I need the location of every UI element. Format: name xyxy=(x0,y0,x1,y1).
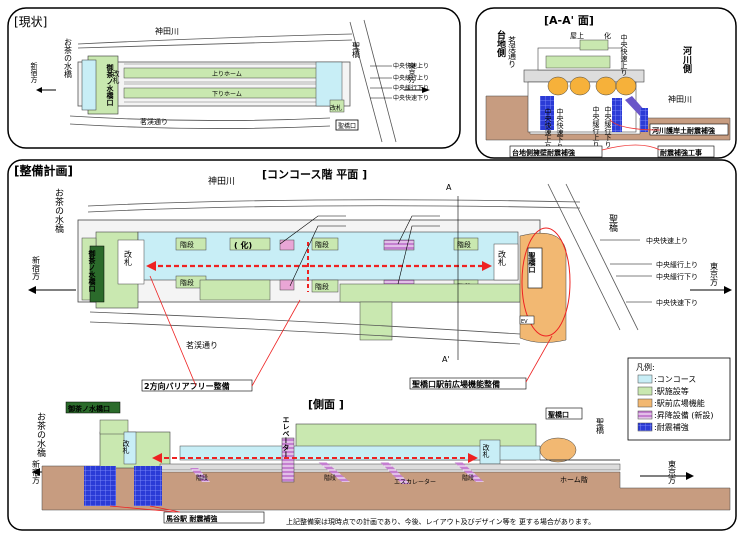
legend-title: 凡例: xyxy=(636,362,655,372)
side-stairs-3: 階段 xyxy=(196,474,208,482)
plan-marker-a2: A' xyxy=(442,355,450,364)
plan-track-1: 中央緩行上り xyxy=(656,260,698,269)
section-left-side: 台地側 xyxy=(495,29,507,58)
section-kanda: 神田川 xyxy=(668,94,692,104)
plan-tokyo: 東京方 xyxy=(710,261,719,287)
current-ticket-label: 改札 xyxy=(112,69,120,85)
current-up-home-label: 上りホーム xyxy=(212,70,242,78)
current-hijiri-gate-label: 聖橋口 xyxy=(338,122,356,130)
plan-ticket2-label: 改札 xyxy=(498,249,507,267)
section-top-track-label: 中央快速上り xyxy=(620,33,628,76)
plan-hijiri-gate: 聖橋口 xyxy=(528,251,537,274)
section-roof-label: 屋上 xyxy=(570,31,584,40)
section-track-3: 中央緩行下り xyxy=(604,105,612,148)
side-elevator-label: エレベーター xyxy=(282,416,290,458)
side-ticket: 改札 xyxy=(122,439,130,455)
side-hijiri-gate: 聖橋口 xyxy=(548,410,569,419)
plan-ev: EV xyxy=(521,319,528,325)
current-bridge-label: 聖橋 xyxy=(352,42,361,59)
section-trains xyxy=(547,76,637,96)
current-gate-label: 御茶ノ水橋口 xyxy=(106,63,115,107)
side-reinforce-left xyxy=(84,466,116,506)
legend-item-plaza: :駅前広場機能 xyxy=(654,398,705,408)
section-track-1: 中央快速下り xyxy=(556,107,564,150)
section-hill-reinforce: 台地側擁壁耐震補強 xyxy=(512,148,575,157)
side-ochanomizu: お茶の水橋 xyxy=(35,412,46,458)
current-track-labels: 中央快速上り 中央緩行上り 中央緩行下り 中央快速下り xyxy=(370,62,429,102)
plan-gate-label: 御茶ノ水橋口 xyxy=(88,249,97,293)
current-state-panel: [現状] 神田川 御茶ノ水橋口 改札 上りホーム 下りホーム 改札 茗渓通り お… xyxy=(7,7,461,149)
side-bridge: 聖橋 xyxy=(596,418,605,435)
section-aa-panel: [A-A' 面] 屋上 化 台地側 茗渓通り 河川側 神田川 中央快速上り 中央… xyxy=(475,7,737,159)
current-track-2: 中央緩行下り xyxy=(393,84,429,92)
section-roof2-label: 化 xyxy=(604,31,611,40)
current-track-1: 中央緩行上り xyxy=(393,74,429,82)
current-kanda-label: 神田川 xyxy=(155,26,179,36)
section-track-2: 中央緩行上り xyxy=(592,105,600,148)
side-platform-level: ホーム階 xyxy=(560,475,588,484)
plan-track-2: 中央緩行下り xyxy=(656,272,698,281)
legend: 凡例: :コンコース :駅施設等 :駅前広場機能 :昇降設備 (新設) :耐震補… xyxy=(627,357,731,441)
current-down-home-label: 下りホーム xyxy=(212,91,242,98)
current-title: [現状] xyxy=(14,15,47,29)
section-track-0: 中央快速上り xyxy=(544,107,552,150)
current-ochanomizu-label: お茶の水橋 xyxy=(64,38,73,79)
legend-item-concourse: :コンコース xyxy=(654,375,696,384)
plan-title: [整備計画] xyxy=(14,163,73,178)
plan-ochanomizu: お茶の水橋 xyxy=(53,188,64,234)
current-tokyo-label: 東京方 xyxy=(408,61,416,84)
section-right-side: 河川側 xyxy=(681,45,693,74)
side-reinforce-right xyxy=(134,466,162,506)
legend-item-lifts: :昇降設備 (新設) xyxy=(654,410,713,420)
plan-stairs-4: 階段 xyxy=(180,278,194,287)
plan-street: 茗渓通り xyxy=(186,340,218,350)
plan-stairs-5: 階段 xyxy=(315,282,329,291)
plan-stairs-2: 階段 xyxy=(315,240,329,249)
side-reinforce-callout: 馬谷駅 耐震補強 xyxy=(166,514,217,523)
side-stairs-2: 階段 xyxy=(462,474,474,482)
plan-ticket-label: 改札 xyxy=(124,249,133,267)
side-tokyo: 東京方 xyxy=(668,459,677,485)
plan-bridge: 聖橋 xyxy=(607,214,618,233)
side-stairs-1: 階段 xyxy=(324,474,336,482)
section-river-reinforce: 河川護岸土耐震補強 xyxy=(652,126,715,135)
plan-panel: [整備計画] [コンコース階 平面 ] 神田川 御茶ノ水橋口 改札 改札 階段 … xyxy=(7,159,737,531)
side-title: [側面 ] xyxy=(308,397,344,411)
side-elevator xyxy=(281,437,295,483)
plaza-callout: 聖橋口駅前広場機能整備 xyxy=(412,379,500,389)
concourse-title: [コンコース階 平面 ] xyxy=(262,167,367,181)
plan-track-0: 中央快速上り xyxy=(646,236,688,245)
current-track-0: 中央快速上り xyxy=(393,62,429,70)
current-street-label: 茗渓通り xyxy=(140,117,168,126)
plan-shinjuku: 新宿方 xyxy=(32,255,41,281)
side-gate: 御茶ノ水橋口 xyxy=(67,404,110,413)
plan-footnote: 上記整備案は現時点での計画であり、今後、レイアウト及びデザイン等を 更する場合が… xyxy=(286,517,595,526)
plan-toilet: ( 化) xyxy=(234,240,252,250)
side-escalator: エスカレーター xyxy=(394,478,436,486)
current-track-3: 中央快速下り xyxy=(393,94,429,102)
barrier-free-callout: 2方向バリアフリー整備 xyxy=(144,381,230,391)
plan-stairs-3: 階段 xyxy=(457,240,471,249)
plan-track-labels: 中央快速上り 中央緩行上り 中央緩行下り 中央快速下り xyxy=(600,236,698,307)
section-quake-work: 耐震補強工事 xyxy=(660,148,702,157)
section-street: 茗渓通り xyxy=(508,35,517,68)
legend-item-facilities: :駅施設等 xyxy=(654,386,689,396)
plan-marker-a: A xyxy=(446,183,452,192)
current-shinjuku-label: 新宿方 xyxy=(30,61,38,84)
plan-stairs-1: 階段 xyxy=(180,240,194,249)
section-title: [A-A' 面] xyxy=(544,14,594,27)
side-ticket2: 改札 xyxy=(482,443,490,459)
plan-track-3: 中央快速下り xyxy=(656,298,698,307)
legend-item-reinforce: :耐震補強 xyxy=(654,422,689,432)
plan-kanda-label: 神田川 xyxy=(208,175,235,187)
current-ticket2-label: 改札 xyxy=(330,104,342,112)
